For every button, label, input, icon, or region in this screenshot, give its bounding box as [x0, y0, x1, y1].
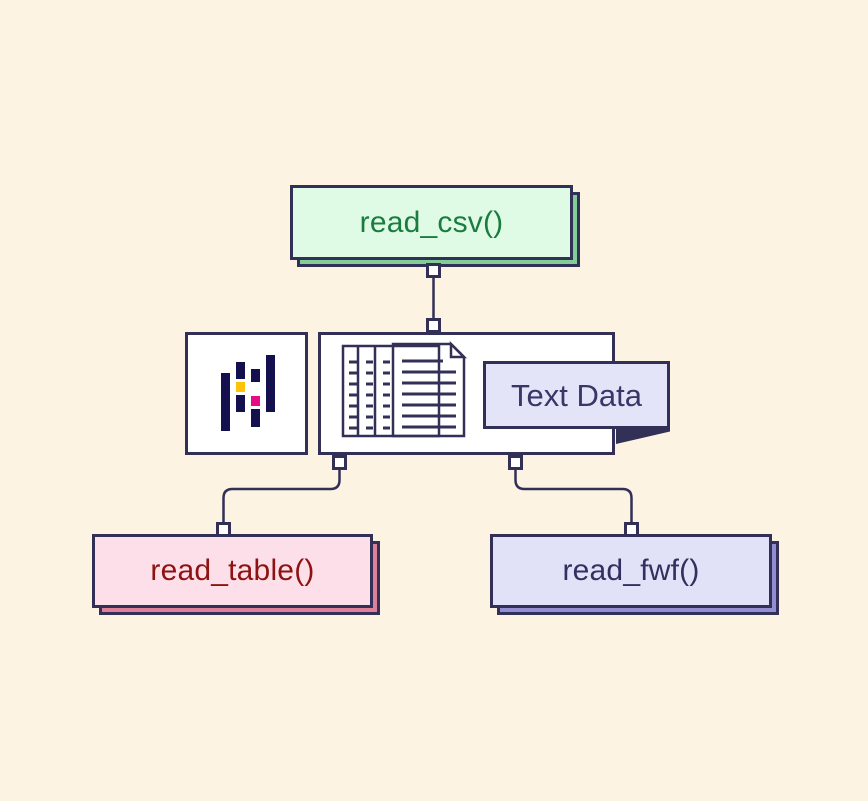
pandas-bar-col2-top: [236, 362, 245, 379]
document-table-icon: [341, 340, 468, 438]
text-data-ribbon: Text Data: [483, 361, 670, 429]
table-outline: [341, 344, 441, 438]
node-read-fwf-label: read_fwf(): [562, 554, 700, 587]
node-read-fwf: read_fwf(): [490, 534, 779, 615]
pandas-yellow-square: [236, 382, 245, 392]
document-text-lines: [402, 359, 456, 429]
port-textdata-top: [426, 318, 441, 333]
text-data-label: Text Data: [511, 377, 642, 413]
node-read-table: read_table(): [92, 534, 380, 615]
node-read-table-label: read_table(): [150, 554, 315, 587]
port-readfwf-top: [624, 522, 639, 537]
edge-textdata-to-readfwf: [514, 458, 633, 528]
document-outline: [391, 342, 466, 438]
ribbon-fold-icon: [616, 427, 670, 444]
pandas-bar-right: [266, 355, 275, 412]
pandas-bar-col2-bottom: [236, 395, 245, 412]
port-textdata-bottom-right: [508, 455, 523, 470]
pandas-bar-col3-top: [251, 369, 260, 382]
pandas-bar-col3-bottom: [251, 409, 260, 427]
document-fold-corner: [449, 340, 468, 359]
edge-textdata-to-readtable: [222, 458, 341, 528]
table-cell-dashes: [349, 360, 390, 430]
port-readcsv-bottom: [426, 263, 441, 278]
node-read-csv: read_csv(): [290, 185, 580, 267]
port-textdata-bottom-left: [332, 455, 347, 470]
node-read-csv-face: read_csv(): [290, 185, 573, 260]
pandas-logo-icon: [188, 335, 305, 452]
port-readtable-top: [216, 522, 231, 537]
pandas-logo-box: [185, 332, 308, 455]
node-read-fwf-face: read_fwf(): [490, 534, 772, 608]
node-read-csv-label: read_csv(): [359, 205, 504, 239]
pandas-bar-left: [221, 373, 230, 431]
pandas-magenta-square: [251, 396, 260, 406]
node-read-table-face: read_table(): [92, 534, 373, 608]
